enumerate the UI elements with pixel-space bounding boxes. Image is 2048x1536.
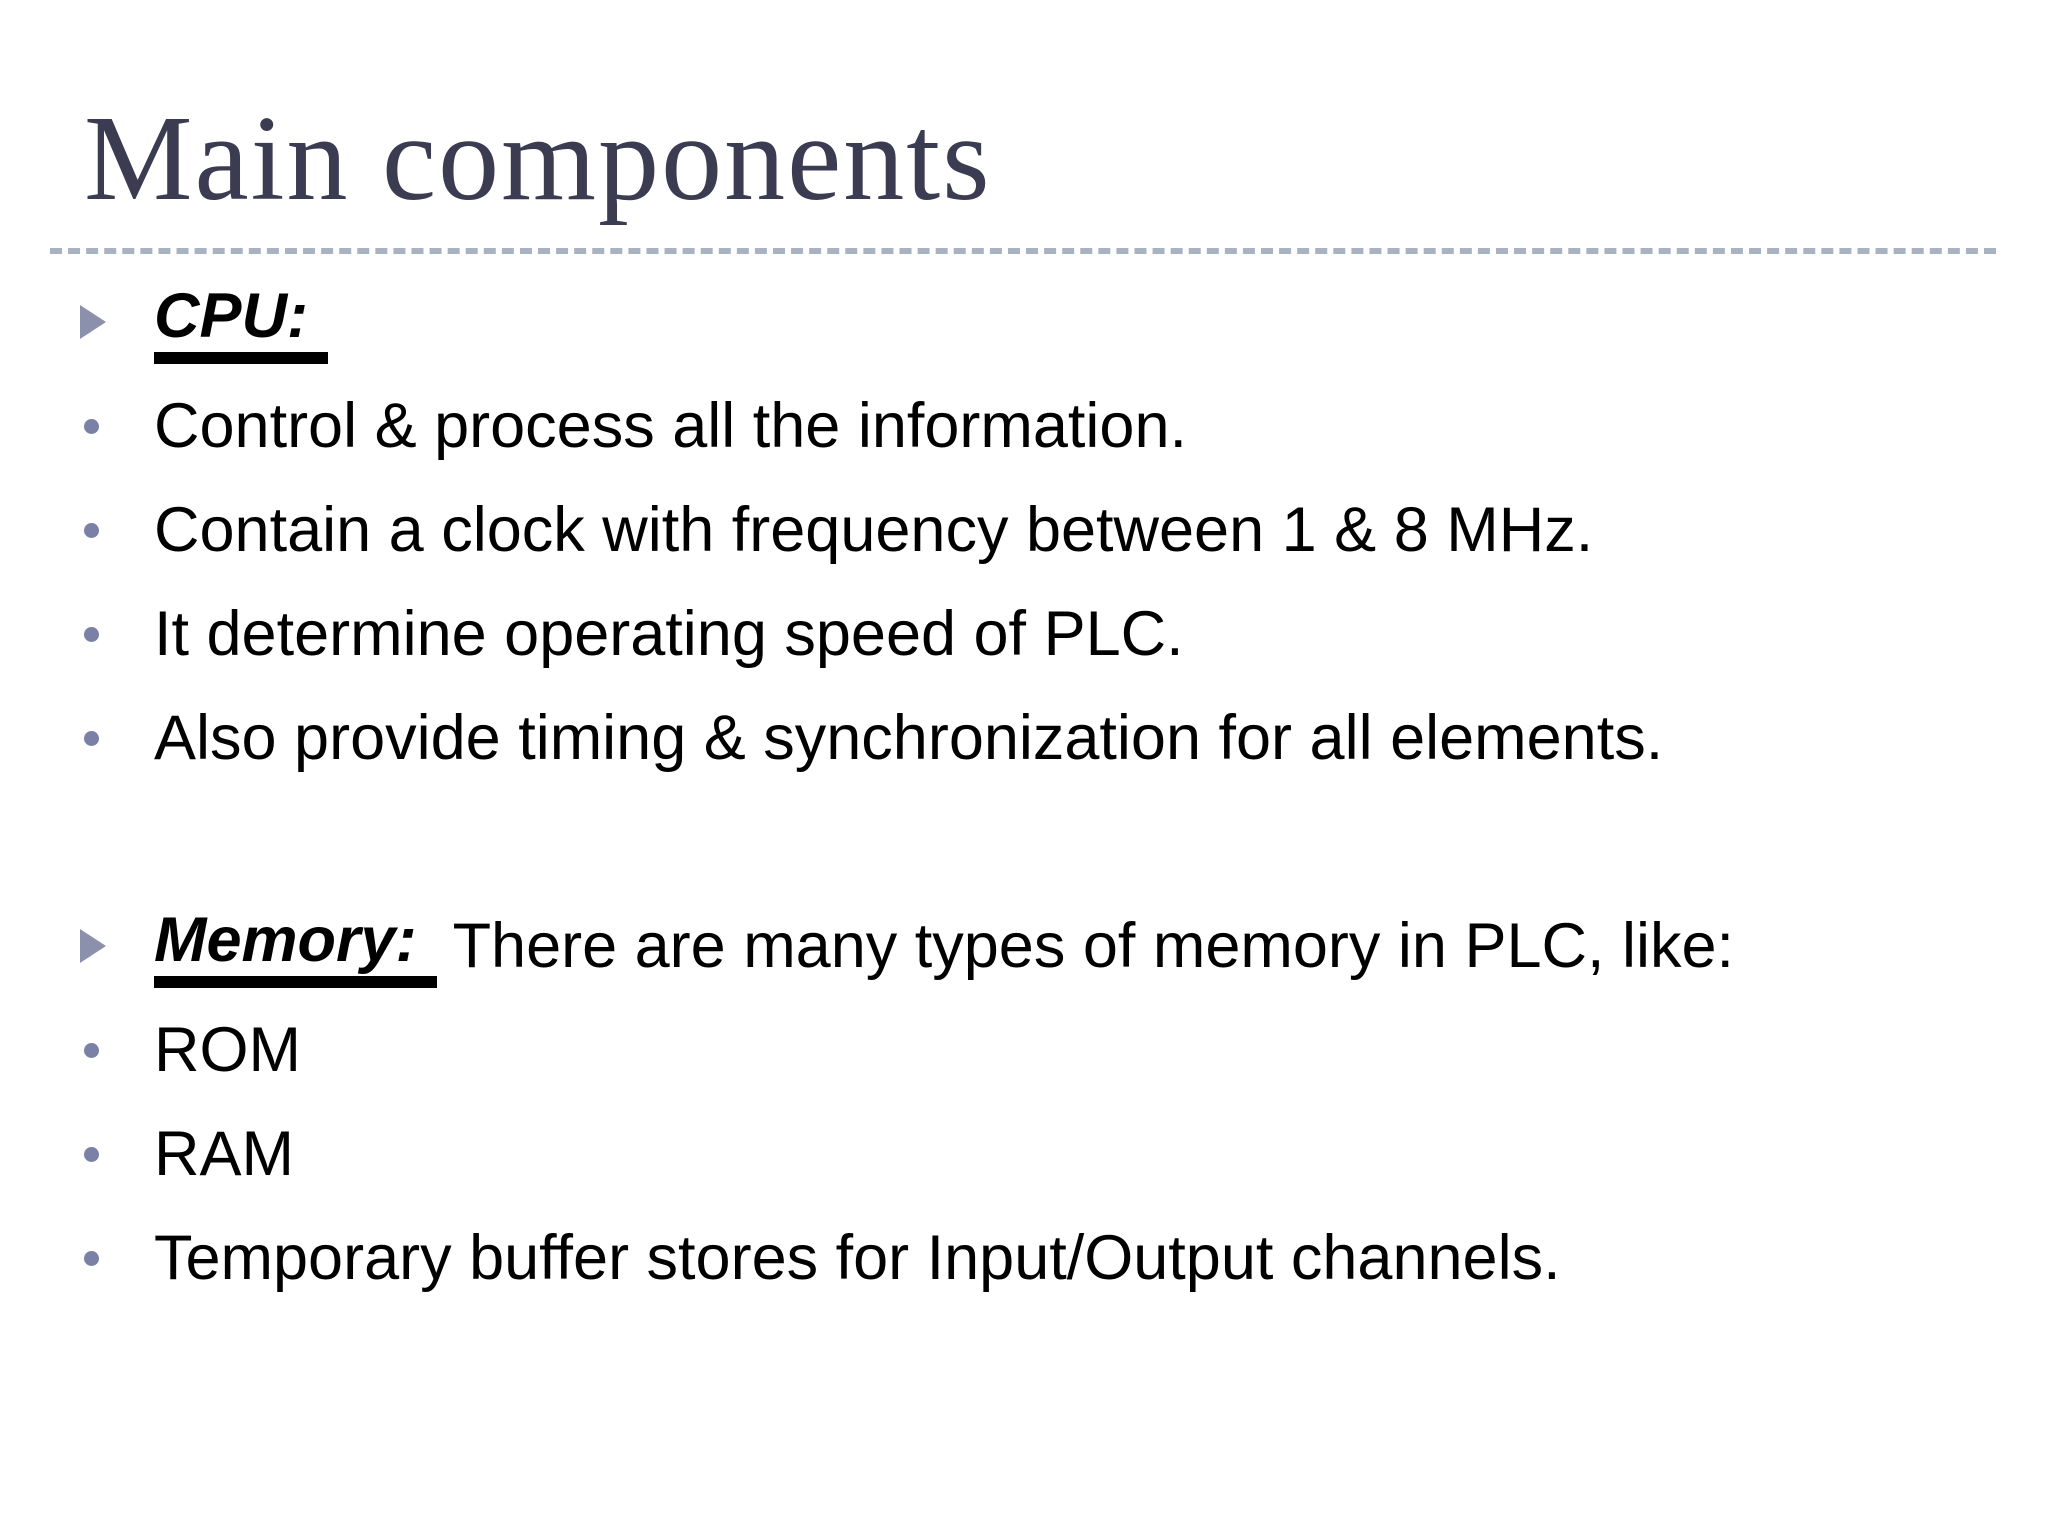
list-item: Temporary buffer stores for Input/Output…: [60, 1206, 2010, 1310]
bullet-text: Also provide timing & synchronization fo…: [154, 703, 1664, 773]
title-divider: [50, 248, 1996, 254]
arrow-glyph: [80, 305, 106, 339]
bullet-text: ROM: [154, 1015, 301, 1085]
bullet-text: Temporary buffer stores for Input/Output…: [154, 1223, 1561, 1293]
bullet-text: RAM: [154, 1119, 294, 1189]
list-item: RAM: [60, 1102, 2010, 1206]
heading-label: CPU:: [154, 280, 328, 364]
bullet-text: Control & process all the information.: [154, 391, 1187, 461]
arrow-glyph: [80, 929, 106, 963]
dot-glyph: [84, 522, 99, 538]
dot-glyph: [84, 1042, 99, 1058]
dot-glyph: [84, 418, 99, 434]
list-item: ROM: [60, 998, 2010, 1102]
slide-title: Main components: [84, 91, 992, 226]
dot-bullet-icon: [60, 1042, 154, 1058]
dot-glyph: [84, 1146, 99, 1162]
bullet-text: Contain a clock with frequency between 1…: [154, 495, 1594, 565]
dot-bullet-icon: [60, 730, 154, 746]
dot-glyph: [84, 1250, 99, 1266]
list-item: Contain a clock with frequency between 1…: [60, 478, 2010, 582]
list-item: Control & process all the information.: [60, 374, 2010, 478]
heading-item: CPU:: [60, 270, 2010, 374]
bullet-list: CPU: Control & process all the informatio…: [60, 270, 2010, 1310]
dot-bullet-icon: [60, 522, 154, 538]
dot-bullet-icon: [60, 1250, 154, 1266]
arrow-bullet-icon: [60, 305, 154, 339]
bullet-text: It determine operating speed of PLC.: [154, 599, 1184, 669]
dot-bullet-icon: [60, 626, 154, 642]
list-item: It determine operating speed of PLC.: [60, 582, 2010, 686]
heading-rest-text: There are many types of memory in PLC, l…: [452, 911, 1735, 981]
arrow-bullet-icon: [60, 929, 154, 963]
dot-glyph: [84, 626, 99, 642]
dot-glyph: [84, 730, 99, 746]
spacer-row: [60, 790, 2010, 894]
dot-bullet-icon: [60, 1146, 154, 1162]
heading-label: Memory:: [154, 904, 437, 988]
heading-item: Memory:There are many types of memory in…: [60, 894, 2010, 998]
list-item: Also provide timing & synchronization fo…: [60, 686, 2010, 790]
dot-bullet-icon: [60, 418, 154, 434]
